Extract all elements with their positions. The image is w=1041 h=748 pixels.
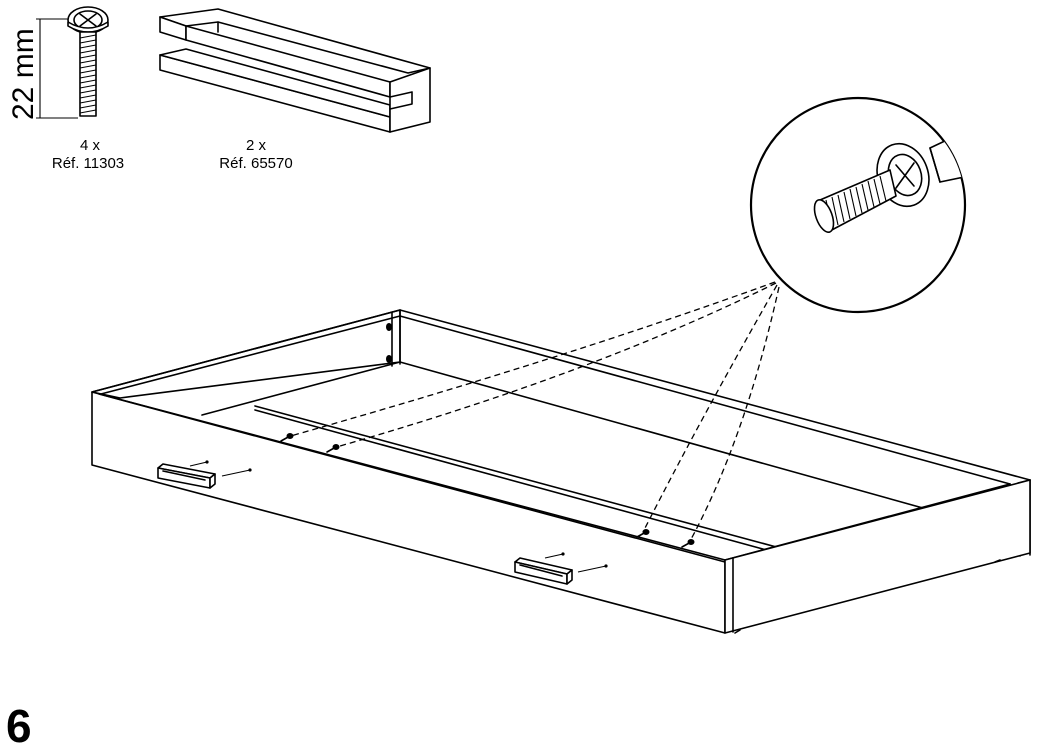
screw-icon [326, 444, 340, 453]
detail-zoom [749, 96, 967, 314]
screw-dimension-label: 22 mm [7, 28, 40, 120]
screw-part: 22 mm 4 x Réf. 11303 [7, 6, 124, 172]
detail-screw-icon [813, 142, 930, 234]
front-handle-left [157, 460, 252, 489]
drawer-frame-icon [91, 309, 1031, 634]
leader-lines [286, 281, 780, 544]
screw-reference: Réf. 11303 [52, 155, 124, 172]
screw-icon [67, 6, 109, 117]
step-number: 6 [6, 700, 32, 748]
handle-reference: Réf. 65570 [219, 155, 292, 172]
screw-icon [681, 539, 695, 548]
dimension-bracket [36, 18, 78, 119]
screw-icon [280, 433, 294, 442]
screw-quantity: 4 x [80, 137, 101, 154]
screwdriver-icon [929, 113, 965, 183]
front-handle-right [514, 552, 608, 585]
handle-part: 2 x Réf. 65570 [159, 8, 431, 172]
screw-icon [636, 529, 650, 538]
handle-bracket-icon [159, 8, 431, 133]
inside-screws [280, 433, 695, 548]
handle-quantity: 2 x [246, 137, 267, 154]
